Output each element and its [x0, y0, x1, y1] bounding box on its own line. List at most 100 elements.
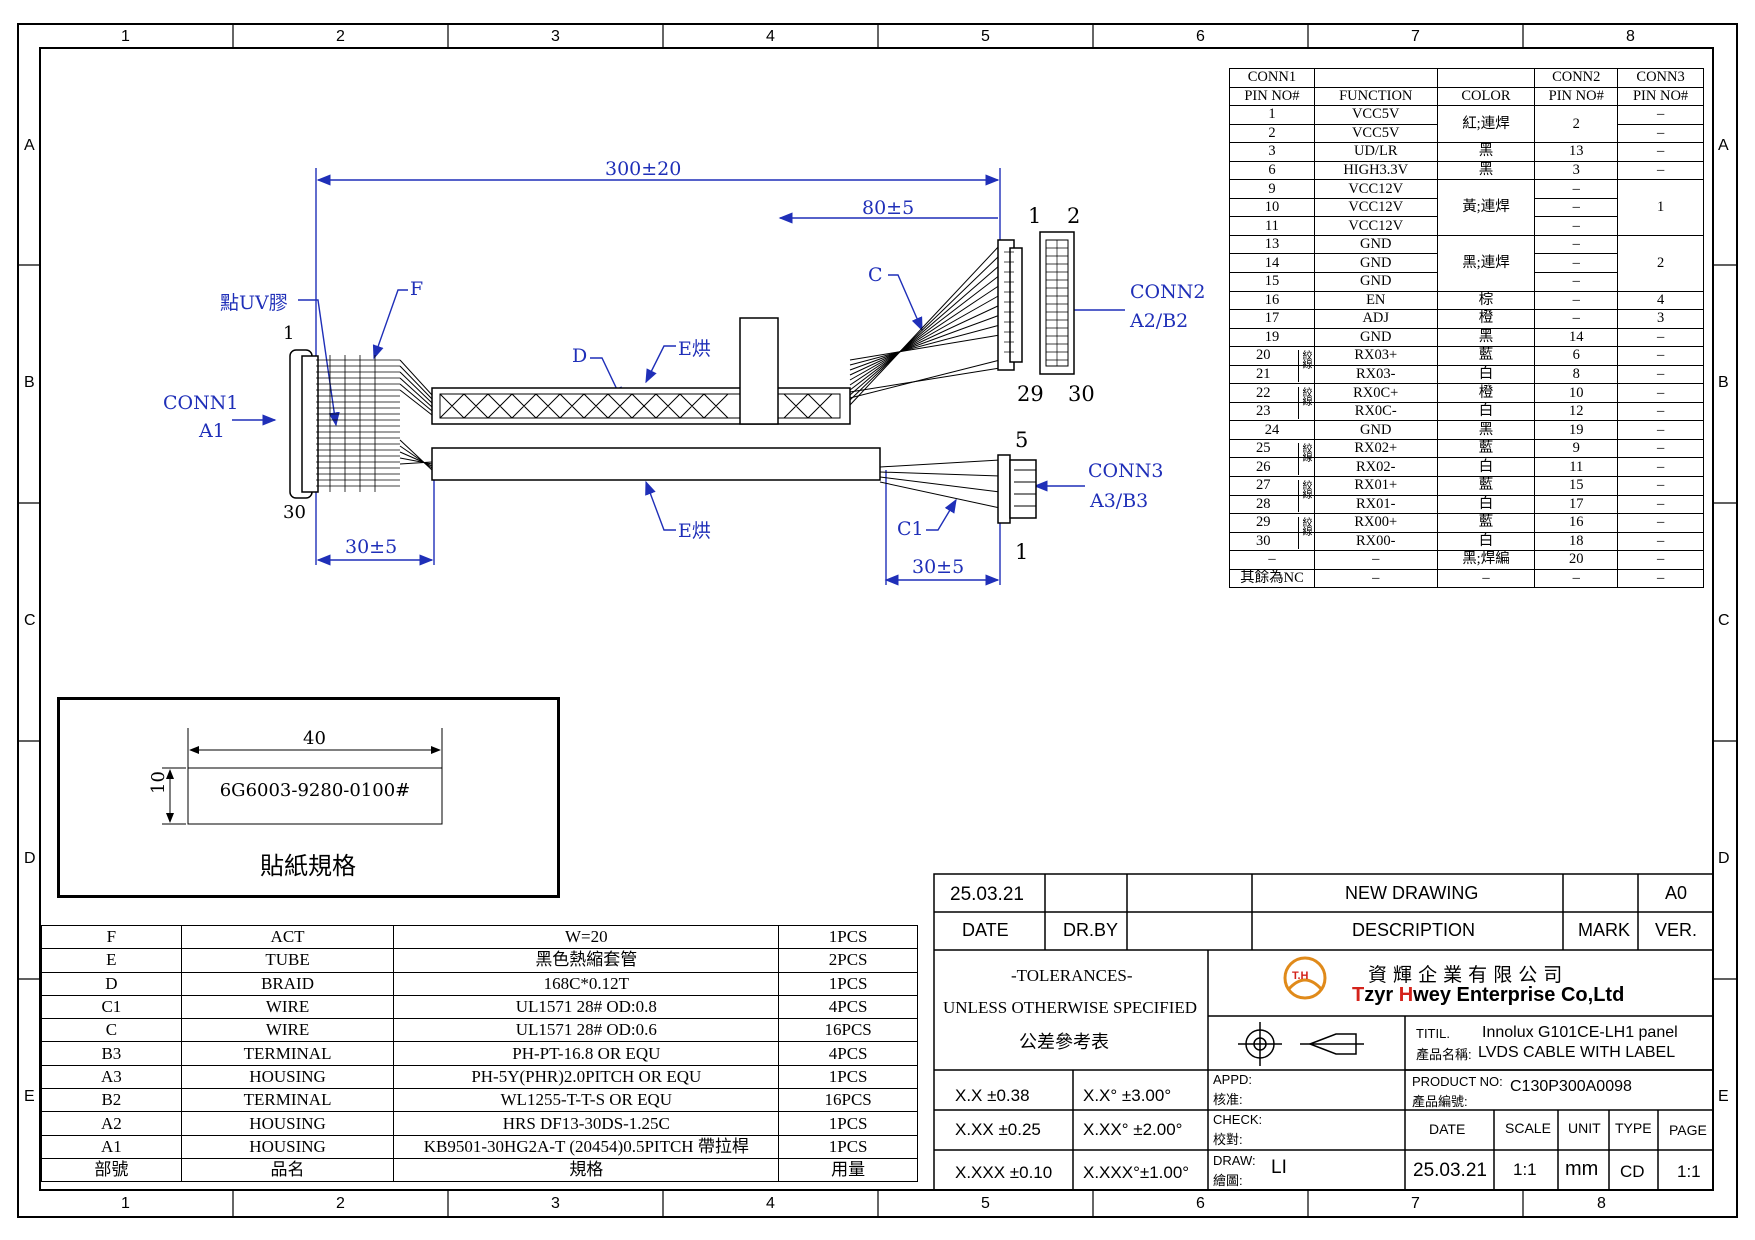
pin-cell-func: RX00-	[1313, 531, 1438, 552]
zone-col-4-bottom: 4	[766, 1195, 775, 1212]
part-f-label: F	[410, 278, 424, 300]
zone-row-c-left: C	[24, 612, 36, 629]
zone-col-2-bottom: 2	[336, 1195, 345, 1212]
pin-cell-func: –	[1313, 568, 1438, 589]
tolerance-xxx: X.XXX ±0.10	[955, 1163, 1053, 1182]
part-d-label: D	[572, 345, 588, 367]
hdr-scale: SCALE	[1505, 1120, 1551, 1136]
logo-text: T.H	[1292, 970, 1309, 982]
product-no-label: PRODUCT NO:	[1412, 1074, 1503, 1089]
pin-cell-color: 白	[1436, 531, 1536, 552]
conn3-pin-5: 5	[1015, 428, 1029, 452]
draw-label: DRAW:	[1213, 1153, 1256, 1168]
zone-col-6-top: 6	[1196, 28, 1205, 45]
conn3-name: CONN3	[1088, 460, 1164, 482]
pin-cell-color: 白	[1436, 401, 1536, 422]
date-header: DATE	[962, 920, 1009, 940]
tolerances-title: -TOLERANCES-	[1011, 966, 1133, 985]
conn1-pin-last: 30	[283, 502, 306, 523]
mark-header: MARK	[1578, 920, 1631, 940]
hdr-unit: UNIT	[1568, 1120, 1601, 1136]
check-cn: 校對:	[1213, 1132, 1243, 1147]
zone-col-1-top: 1	[121, 28, 130, 45]
title-line-2: LVDS CABLE WITH LABEL	[1478, 1044, 1676, 1061]
pin-cell-color: 藍	[1436, 513, 1536, 533]
bom-cell-qty: 4PCS	[778, 994, 918, 1020]
rev-date: 25.03.21	[950, 884, 1024, 905]
ver-header: VER.	[1655, 920, 1698, 940]
part-c1-label: C1	[897, 518, 924, 540]
pin-cell-func: GND	[1313, 272, 1438, 292]
bom-cell-qty: 1PCS	[778, 1111, 918, 1136]
bom-cell-spec: 黑色熱縮套管	[393, 948, 780, 973]
dim-total-length: 300±20	[605, 158, 682, 180]
pin-header2-cell: PIN NO#	[1617, 86, 1704, 107]
pin-cell-c3: –	[1617, 531, 1704, 552]
bom-cell-id: B2	[41, 1088, 182, 1113]
label-part-number: 6G6003-9280-0100#	[219, 780, 411, 801]
title-line-1: Innolux G101CE-LH1 panel	[1482, 1024, 1678, 1041]
description-header: DESCRIPTION	[1352, 920, 1476, 940]
rev-description: NEW DRAWING	[1345, 883, 1479, 903]
conn2-name: CONN2	[1130, 281, 1206, 303]
tolerance-xxx-angle: X.XXX°±1.00°	[1083, 1163, 1190, 1182]
pin-cell-pin: 30	[1229, 531, 1315, 552]
zone-row-c-right: C	[1718, 612, 1730, 629]
tolerance-x: X.X ±0.38	[955, 1086, 1030, 1105]
label-spec-box	[57, 697, 560, 898]
zone-row-e-right: E	[1718, 1088, 1729, 1105]
bom-header-qty: 用量	[778, 1157, 918, 1183]
company-name-cn: 資 輝 企 業 有 限 公 司	[1368, 964, 1563, 986]
zone-col-8-top: 8	[1626, 28, 1635, 45]
pin-cell-c3: –	[1617, 513, 1704, 533]
conn2-pin-2: 2	[1067, 204, 1081, 228]
bom-cell-qty: 1PCS	[778, 1064, 918, 1090]
pin-header2-cell: PIN NO#	[1534, 86, 1619, 107]
company-t: T	[1352, 984, 1365, 1006]
zone-row-d-left: D	[24, 850, 36, 867]
bom-cell-name: HOUSING	[180, 1111, 395, 1136]
zone-col-7-top: 7	[1411, 28, 1420, 45]
pin-cell-c2: 20	[1534, 550, 1619, 570]
zone-col-1-bottom: 1	[121, 1195, 130, 1212]
bom-cell-name: TUBE	[180, 948, 395, 973]
pin-cell-func: EN	[1313, 290, 1438, 311]
pin-cell-pin: 24	[1229, 420, 1315, 440]
bom-cell-spec: WL1255-T-T-S OR EQU	[393, 1088, 780, 1113]
zone-col-3-top: 3	[551, 28, 560, 45]
zone-row-a-left: A	[24, 137, 35, 154]
zone-row-a-right: A	[1718, 137, 1729, 154]
conn1-pin-first: 1	[283, 323, 295, 344]
pin-cell-func: RX0C-	[1313, 401, 1438, 422]
label-spec-dimensions	[162, 728, 443, 825]
bom-header-id: 部號	[41, 1157, 182, 1183]
pin-cell-color: –	[1436, 568, 1536, 589]
pin-cell-c2: 17	[1534, 494, 1619, 515]
rev-version: A0	[1665, 883, 1688, 903]
bom-cell-qty: 1PCS	[778, 1134, 918, 1159]
zone-col-5-top: 5	[981, 28, 990, 45]
drby-header: DR.BY	[1063, 920, 1119, 940]
company-h: H	[1398, 984, 1414, 1006]
pin-cell-c3: 2	[1617, 234, 1704, 292]
zone-col-7-bottom: 7	[1411, 1195, 1420, 1212]
bom-cell-id: C	[41, 1018, 182, 1043]
bom-cell-qty: 16PCS	[778, 1088, 918, 1113]
val-type: CD	[1620, 1162, 1645, 1181]
bom-cell-id: A3	[41, 1064, 182, 1090]
